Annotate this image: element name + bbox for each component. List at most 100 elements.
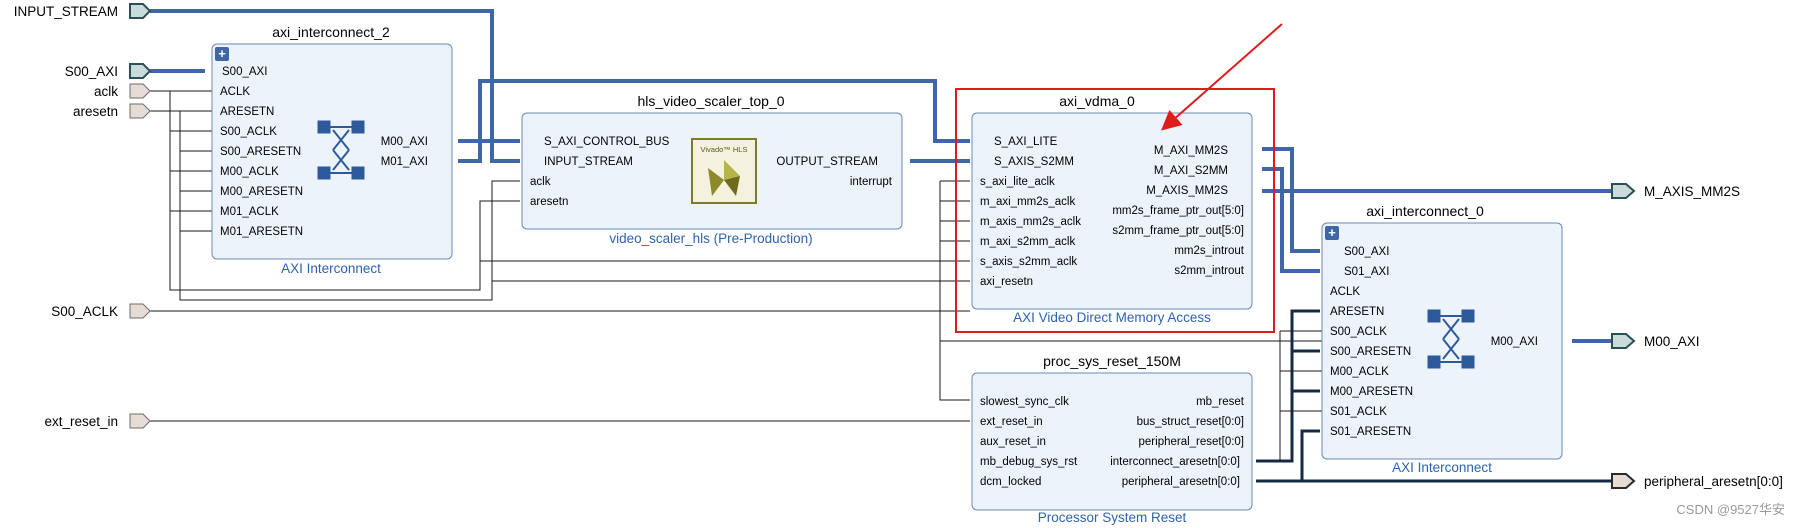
port-label: ext_reset_in bbox=[980, 416, 1043, 428]
port-label: aresetn bbox=[530, 196, 568, 208]
port-label: M00_ARESETN bbox=[1330, 386, 1413, 398]
block-subtitle: Processor System Reset bbox=[1038, 510, 1187, 525]
external-inputs: INPUT_STREAM S00_AXI aclk aresetn S00_AC… bbox=[14, 3, 152, 429]
port-label: peripheral_reset[0:0] bbox=[1139, 436, 1244, 448]
annotation-arrow-icon bbox=[1160, 23, 1283, 131]
port-label: dcm_locked bbox=[980, 476, 1041, 488]
block-axi-interconnect-2[interactable]: axi_interconnect_2 + S00_AXI ACLK ARESET… bbox=[211, 24, 453, 276]
port-label: bus_struct_reset[0:0] bbox=[1137, 416, 1244, 428]
port-label: m_axi_s2mm_aclk bbox=[980, 236, 1075, 248]
port-label: interconnect_aresetn[0:0] bbox=[1110, 456, 1240, 468]
block-title: axi_interconnect_2 bbox=[272, 24, 390, 40]
block-proc-sys-reset-150m[interactable]: proc_sys_reset_150M slowest_sync_clk ext… bbox=[971, 353, 1253, 525]
ext-aresetn-label: aresetn bbox=[73, 104, 118, 119]
ext-s00-aclk-port[interactable] bbox=[129, 303, 151, 319]
port-label: M_AXI_S2MM bbox=[1154, 165, 1228, 177]
port-label: ARESETN bbox=[220, 106, 274, 118]
ext-reset-in-port[interactable] bbox=[129, 413, 151, 429]
block-title: hls_video_scaler_top_0 bbox=[637, 93, 784, 109]
port-label: M01_ACLK bbox=[220, 206, 279, 218]
block-body[interactable] bbox=[971, 372, 1253, 511]
block-title: axi_interconnect_0 bbox=[1366, 203, 1484, 219]
port-label: S_AXI_CONTROL_BUS bbox=[544, 136, 670, 148]
ext-peripheral-aresetn-port[interactable] bbox=[1611, 473, 1636, 489]
block-body[interactable] bbox=[971, 112, 1253, 310]
bus-connections bbox=[150, 9, 1612, 343]
port-label: S01_ACLK bbox=[1330, 406, 1387, 418]
block-body[interactable] bbox=[1321, 222, 1563, 460]
port-label: ARESETN bbox=[1330, 306, 1384, 318]
port-label: S00_AXI bbox=[222, 66, 267, 78]
expand-icon[interactable] bbox=[215, 47, 229, 61]
port-label: axi_resetn bbox=[980, 276, 1033, 288]
port-label: interrupt bbox=[850, 176, 893, 188]
port-label: S00_AXI bbox=[1344, 246, 1389, 258]
external-outputs: M_AXIS_MM2S M00_AXI peripheral_aresetn[0… bbox=[1611, 183, 1783, 489]
block-title: axi_vdma_0 bbox=[1059, 93, 1135, 109]
expand-icon[interactable] bbox=[1325, 226, 1339, 240]
ext-input-stream-label: INPUT_STREAM bbox=[14, 4, 118, 19]
port-label: mm2s_frame_ptr_out[5:0] bbox=[1112, 205, 1244, 217]
bus-input-stream[interactable] bbox=[150, 9, 520, 163]
ext-m-axis-mm2s-label: M_AXIS_MM2S bbox=[1644, 184, 1740, 199]
port-label: m_axis_mm2s_aclk bbox=[980, 216, 1081, 228]
port-label: M00_ARESETN bbox=[220, 186, 303, 198]
port-label: INPUT_STREAM bbox=[544, 156, 633, 168]
port-label: S01_AXI bbox=[1344, 266, 1389, 278]
port-label: S01_ARESETN bbox=[1330, 426, 1411, 438]
port-label: ACLK bbox=[220, 86, 250, 98]
block-subtitle: AXI Interconnect bbox=[281, 261, 381, 276]
port-label: M_AXI_MM2S bbox=[1154, 145, 1228, 157]
port-label: m_axi_mm2s_aclk bbox=[980, 196, 1075, 208]
port-label: S00_ARESETN bbox=[1330, 346, 1411, 358]
port-label: s_axi_lite_aclk bbox=[980, 176, 1055, 188]
ext-m-axis-mm2s-port[interactable] bbox=[1611, 183, 1636, 199]
port-label: peripheral_aresetn[0:0] bbox=[1122, 476, 1240, 488]
bus-mm2s-to-ic0[interactable] bbox=[1262, 147, 1320, 253]
port-label: aclk bbox=[530, 176, 551, 188]
logo-text: Vivado™ HLS bbox=[701, 145, 748, 154]
port-label: M00_AXI bbox=[381, 136, 428, 148]
ext-s00-aclk-label: S00_ACLK bbox=[51, 304, 118, 319]
port-label: M00_ACLK bbox=[1330, 366, 1389, 378]
crossbar-icon bbox=[317, 120, 365, 180]
expand-icon-glyph: + bbox=[218, 46, 226, 61]
port-label: s_axis_s2mm_aclk bbox=[980, 256, 1077, 268]
port-label: S00_ACLK bbox=[1330, 326, 1387, 338]
port-label: mm2s_introut bbox=[1174, 245, 1244, 257]
ext-aclk-port[interactable] bbox=[129, 83, 151, 99]
ext-peripheral-aresetn-label: peripheral_aresetn[0:0] bbox=[1644, 474, 1783, 489]
ext-input-stream-port[interactable] bbox=[129, 3, 152, 19]
ext-aclk-label: aclk bbox=[94, 84, 118, 99]
port-label: mb_debug_sys_rst bbox=[980, 456, 1078, 468]
bus-s2mm-to-ic0[interactable] bbox=[1262, 167, 1320, 273]
ext-m00-axi-label: M00_AXI bbox=[1644, 334, 1700, 349]
port-label: M01_AXI bbox=[381, 156, 428, 168]
crossbar-icon bbox=[1427, 309, 1475, 369]
block-subtitle: video_scaler_hls (Pre-Production) bbox=[609, 231, 812, 246]
port-label: s2mm_introut bbox=[1174, 265, 1244, 277]
ext-m00-axi-port[interactable] bbox=[1611, 333, 1636, 349]
port-label: S_AXIS_S2MM bbox=[994, 156, 1074, 168]
port-label: S_AXI_LITE bbox=[994, 136, 1058, 148]
block-hls-video-scaler-top-0[interactable]: hls_video_scaler_top_0 S_AXI_CONTROL_BUS… bbox=[521, 93, 903, 246]
port-label: slowest_sync_clk bbox=[980, 396, 1069, 408]
vivado-hls-logo: Vivado™ HLS bbox=[691, 138, 757, 204]
block-title: proc_sys_reset_150M bbox=[1043, 353, 1181, 369]
ext-s00-axi-port[interactable] bbox=[129, 63, 152, 79]
block-body[interactable] bbox=[211, 43, 453, 260]
bus-m01-axi-to-vdma[interactable] bbox=[458, 79, 970, 163]
port-label: S00_ARESETN bbox=[220, 146, 301, 158]
block-subtitle: AXI Video Direct Memory Access bbox=[1013, 310, 1211, 325]
block-axi-vdma-0[interactable]: axi_vdma_0 S_AXI_LITE S_AXIS_S2MM s_axi_… bbox=[955, 88, 1275, 333]
port-label: mb_reset bbox=[1196, 396, 1245, 408]
highlight-rectangle bbox=[955, 88, 1275, 333]
port-label: M00_AXI bbox=[1491, 336, 1538, 348]
port-label: M01_ARESETN bbox=[220, 226, 303, 238]
block-axi-interconnect-0[interactable]: axi_interconnect_0 + S00_AXI S01_AXI ACL… bbox=[1321, 203, 1563, 475]
ext-aresetn-port[interactable] bbox=[129, 103, 151, 119]
expand-icon-glyph: + bbox=[1328, 225, 1336, 240]
ext-reset-in-label: ext_reset_in bbox=[44, 414, 118, 429]
port-label: S00_ACLK bbox=[220, 126, 277, 138]
